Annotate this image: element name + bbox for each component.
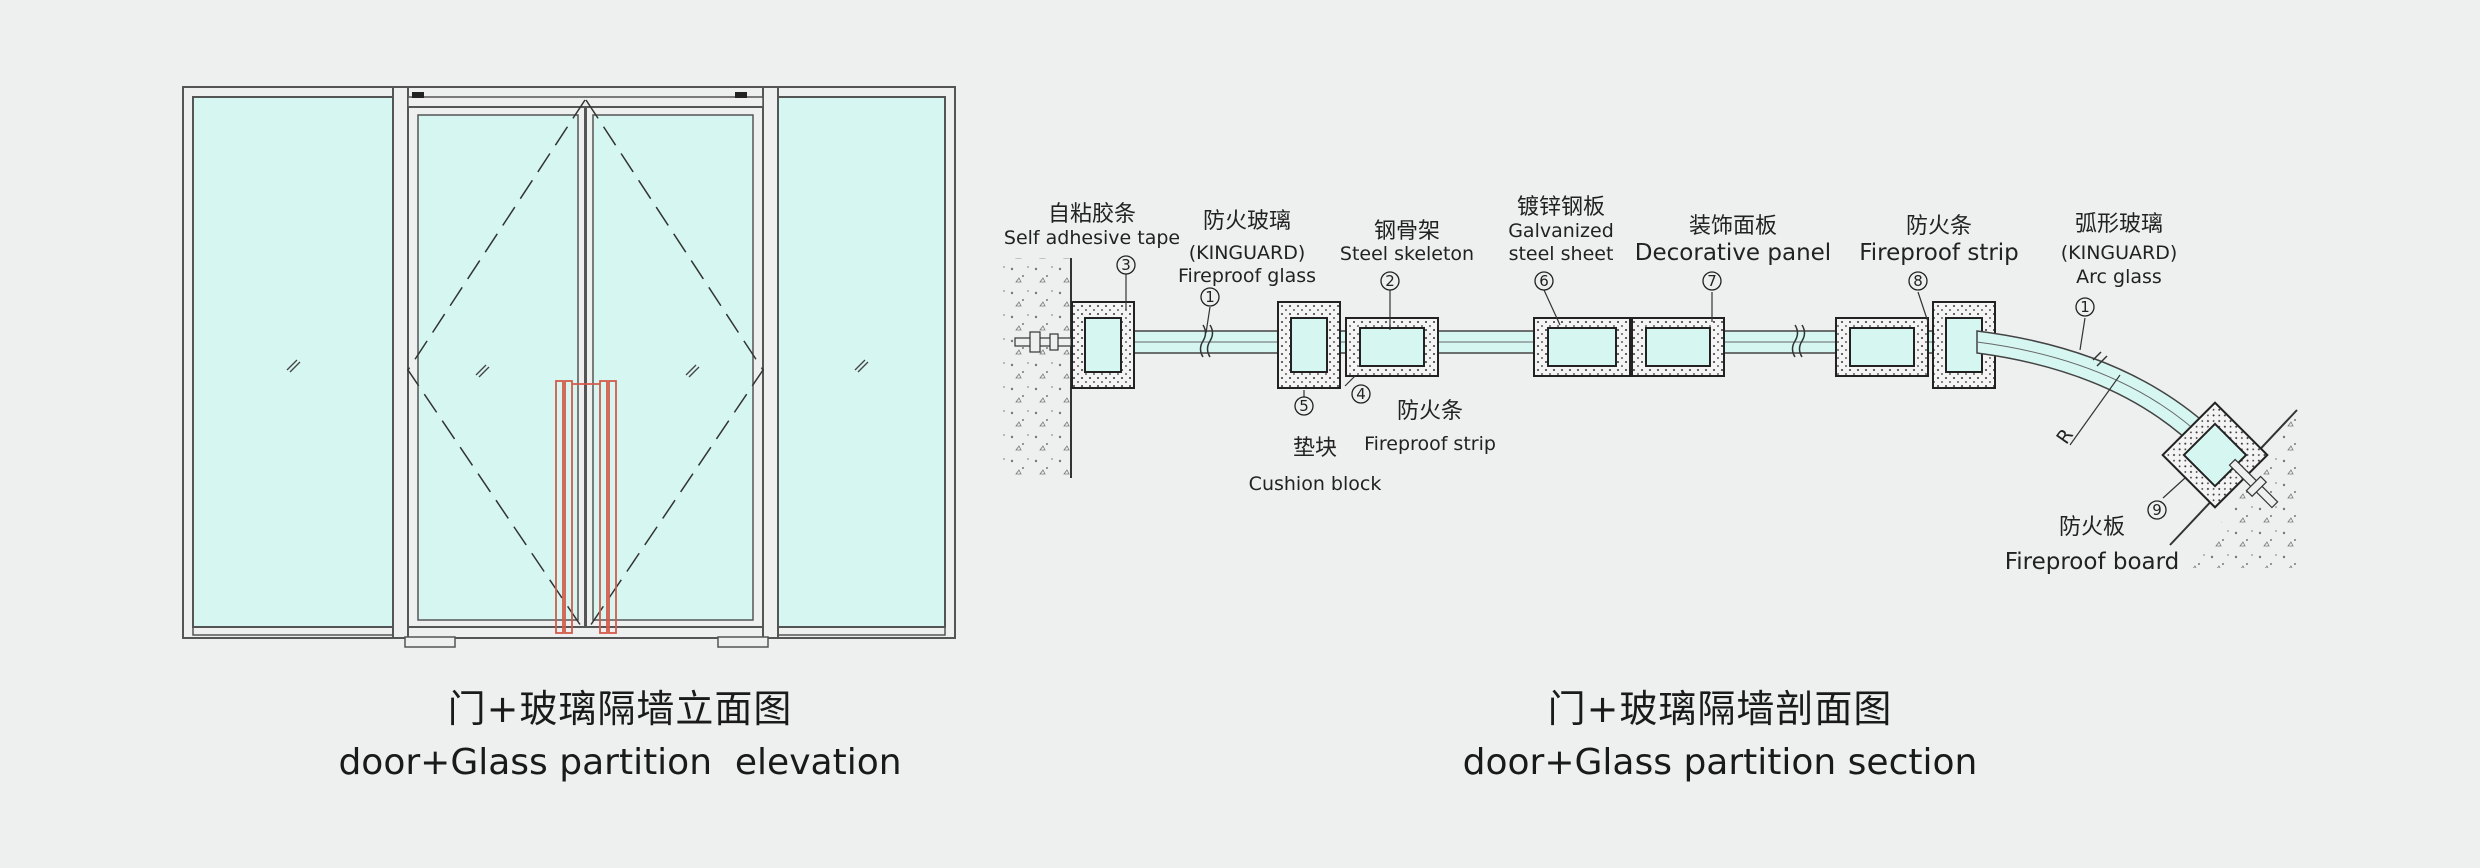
marker-8: 8	[1913, 272, 1923, 290]
left-wall-concrete	[1002, 258, 1070, 478]
floor-pivot-left	[404, 636, 456, 648]
decorative-label-zh: 装饰面板	[1689, 214, 1777, 239]
steel-skeleton-label-en: Steel skeleton	[1340, 243, 1474, 265]
marker-3: 3	[1121, 256, 1131, 274]
section-caption-zh: 门+玻璃隔墙剖面图	[1547, 687, 1893, 731]
marker-1b: 1	[2080, 298, 2090, 316]
radius-leader	[2069, 374, 2121, 446]
fireproof-glass-label-en: Fireproof glass	[1178, 265, 1316, 287]
marker-4: 4	[1356, 385, 1366, 403]
marker-9: 9	[2152, 501, 2162, 519]
leader-lines	[1125, 274, 2186, 499]
fireproof-glass-label-zh: 防火玻璃	[1203, 209, 1291, 234]
elevation-caption-en: door+Glass partition elevation	[338, 741, 902, 783]
fireproof-strip2-label-zh: 防火条	[1397, 399, 1463, 424]
steel-skeleton-label-zh: 钢骨架	[1374, 219, 1440, 244]
fireproof-board-label-zh: 防火板	[2059, 515, 2125, 540]
arc-glass	[1976, 330, 2220, 454]
marker-7: 7	[1707, 272, 1717, 290]
right-wall-concrete	[2190, 410, 2297, 568]
right-door-glass	[592, 114, 754, 621]
right-door-swing-lines	[585, 99, 764, 633]
section-caption: 门+玻璃隔墙剖面图 door+Glass partition section	[1400, 687, 2040, 783]
decorative-label-en: Decorative panel	[1635, 240, 1831, 266]
number-markers	[1116, 255, 2167, 520]
callout-labels: 自粘胶条 Self adhesive tape 防火玻璃 (KINGUARD) …	[1004, 195, 2179, 575]
glass-hatch-marks	[286, 359, 869, 378]
elevation-caption-zh: 门+玻璃隔墙立面图	[447, 687, 793, 731]
arc-glass-label-zh: 弧形玻璃	[2075, 212, 2163, 237]
fireproof-glass-brand: (KINGUARD)	[1189, 242, 1306, 264]
galvanized-label-en1: Galvanized	[1508, 220, 1614, 242]
number-marker-text: 3 1 2 5 4 6 7 8 1 9	[1121, 256, 2162, 519]
door-pull-handles	[555, 380, 617, 634]
marker-1: 1	[1205, 288, 1215, 306]
cushion-label-zh: 垫块	[1293, 436, 1337, 461]
self-adhesive-label-en: Self adhesive tape	[1004, 227, 1180, 249]
left-glass-panel	[192, 96, 394, 628]
radius-label: R	[2052, 425, 2078, 448]
right-anchor-bolt	[2228, 458, 2279, 509]
arc-glass-label-en: Arc glass	[2076, 266, 2162, 288]
fireproof-strip2-label-en: Fireproof strip	[1364, 433, 1496, 455]
galvanized-label-zh: 镀锌钢板	[1517, 195, 1605, 220]
cushion-label-en: Cushion block	[1249, 473, 1382, 495]
arc-glass-center	[1976, 341, 2210, 444]
fireproof-board-label-en: Fireproof board	[2005, 549, 2180, 575]
left-anchor-bolt	[1014, 331, 1072, 353]
right-glass-panel	[777, 96, 946, 628]
left-door-glass	[417, 114, 579, 621]
self-adhesive-label-zh: 自粘胶条	[1048, 202, 1136, 227]
floor-pivot-right	[717, 636, 769, 648]
galvanized-label-en2: steel sheet	[1509, 243, 1614, 265]
top-pivot-left	[412, 92, 424, 98]
marker-5: 5	[1299, 397, 1309, 415]
fireproof-strip-label-zh: 防火条	[1906, 214, 1972, 239]
section-caption-en: door+Glass partition section	[1462, 741, 1978, 783]
break-lines	[1199, 324, 1806, 358]
arc-break	[2092, 351, 2108, 367]
right-panel-bottom-rail	[777, 626, 946, 636]
right-end-profile	[2161, 401, 2269, 509]
top-pivot-right	[735, 92, 747, 98]
arc-glass-brand: (KINGUARD)	[2061, 242, 2178, 264]
fireproof-strip-label-en: Fireproof strip	[1859, 240, 2019, 266]
left-door-swing-lines	[407, 99, 586, 633]
elevation-caption: 门+玻璃隔墙立面图 door+Glass partition elevation	[300, 687, 940, 783]
marker-6: 6	[1539, 272, 1549, 290]
marker-2: 2	[1385, 272, 1395, 290]
